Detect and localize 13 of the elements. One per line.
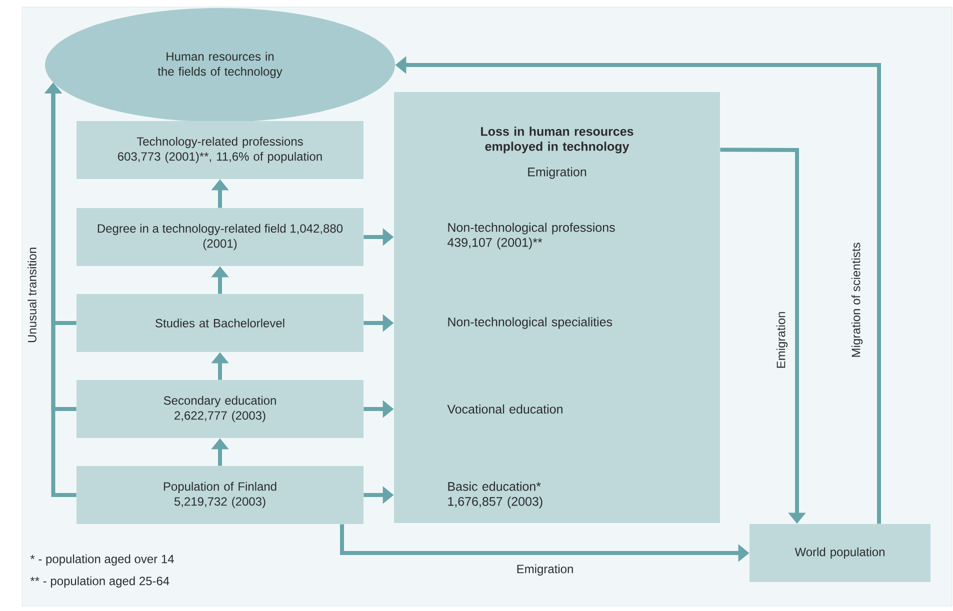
edge-label: Emigration	[776, 312, 788, 368]
edge-label: Emigration	[517, 564, 573, 576]
footnote: * - population aged over 14	[30, 554, 174, 566]
process-box: Technology-related professions 603,773 (2001)**, 11,6% of population	[76, 121, 364, 179]
process-box: Population of Finland 5,219,732 (2003)	[76, 466, 364, 524]
process-box: World population	[750, 524, 930, 582]
edge-label: Unusual transition	[28, 248, 36, 342]
process-box: Secondary education 2,622,777 (2003)	[76, 380, 364, 438]
process-box: Degree in a technology-related field 1,042,880 (2001)	[76, 208, 364, 266]
edge-label: Migration of scientists	[851, 242, 863, 357]
footnote: ** - population aged 25-64	[30, 576, 170, 588]
loss-panel: Loss in human resources employed in technology Emigration Non-technological professions 439,107 (2001)** Non-technological specialities Vocational education Basic education* 1,676,857 (2003)	[394, 92, 720, 523]
process-box: Studies at Bachelorlevel	[76, 294, 364, 352]
